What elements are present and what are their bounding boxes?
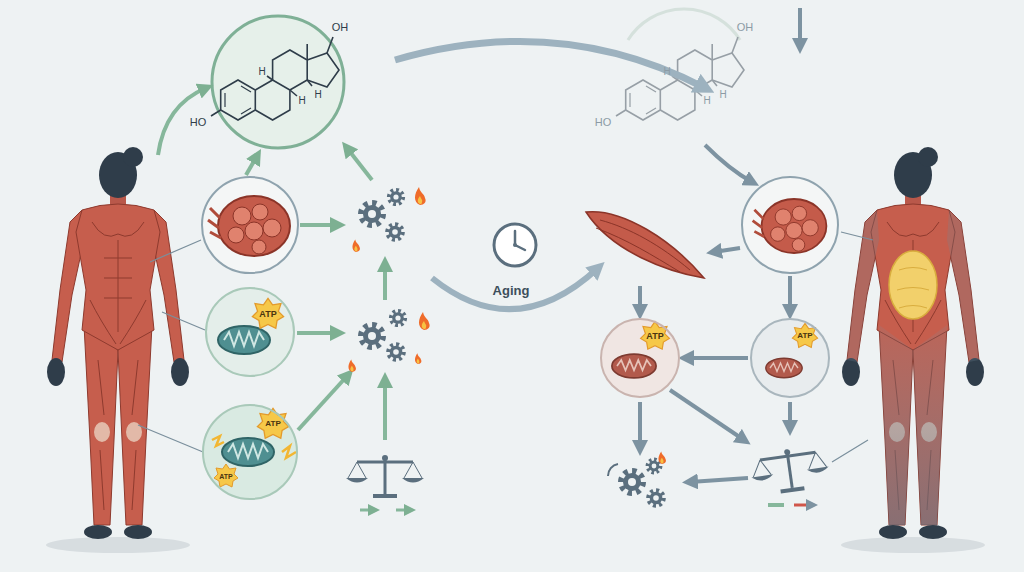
balance-young xyxy=(346,455,424,510)
flow-arrow xyxy=(705,145,752,182)
aged-figure xyxy=(841,147,985,553)
young-figure xyxy=(46,147,190,553)
aging-label: Aging xyxy=(493,284,530,297)
estradiol-aged xyxy=(616,9,744,120)
chem-label: H xyxy=(663,67,670,77)
muscle-fiber-aged xyxy=(586,212,704,278)
leader-line xyxy=(832,232,873,462)
chem-label: HO xyxy=(190,117,207,128)
mitochondria-circle: ATP ATP xyxy=(202,404,298,500)
flow-arrow xyxy=(798,8,802,46)
atp-badge-text: ATP xyxy=(259,310,276,319)
chem-label: H xyxy=(314,90,321,100)
atp-badge-text: ATP xyxy=(646,332,663,341)
gears-young xyxy=(349,187,430,372)
chem-label: H xyxy=(703,96,710,106)
gears-aged xyxy=(608,451,666,505)
mitochondria-circle: ATP xyxy=(750,318,830,398)
estradiol-young xyxy=(211,16,344,148)
flow-connector xyxy=(686,356,748,360)
atp-badge-text: ATP xyxy=(219,473,232,480)
mitochondria-circle: ATP xyxy=(205,287,295,377)
muscle-aged xyxy=(742,177,838,273)
mitochondria-circle: ATP xyxy=(600,318,680,398)
mito-young xyxy=(205,287,295,377)
balance-aged xyxy=(748,444,831,505)
atp-badge-text: ATP xyxy=(265,420,281,428)
green-arrows xyxy=(158,88,385,440)
mito-aged xyxy=(600,318,830,398)
chem-label: H xyxy=(298,96,305,106)
flow-arrow xyxy=(395,41,705,88)
atp-badge-text: ATP xyxy=(797,332,812,340)
chem-label: H xyxy=(258,67,265,77)
chem-label: H xyxy=(719,90,726,100)
leader-line xyxy=(138,240,205,452)
aging-arrow xyxy=(432,268,598,309)
chem-label: HO xyxy=(595,117,612,128)
grey-arrows xyxy=(640,248,790,482)
mito-young-active xyxy=(202,404,298,500)
clock-icon xyxy=(494,224,536,266)
chem-label: OH xyxy=(332,22,349,33)
muscle-young xyxy=(202,177,298,273)
chem-label: OH xyxy=(737,22,754,33)
